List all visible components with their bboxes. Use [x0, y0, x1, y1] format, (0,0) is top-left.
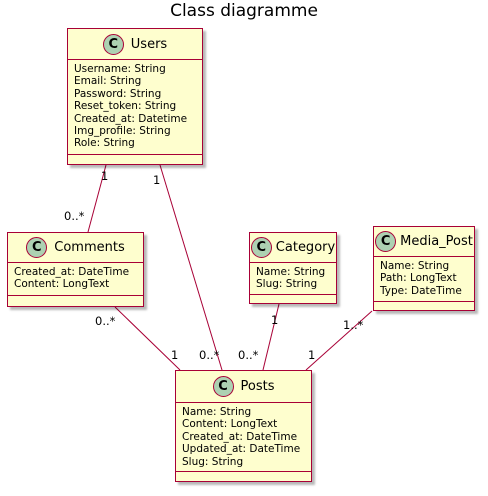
comments-posts-line [114, 306, 181, 371]
class-users[interactable]: C Users Username: String Email: String P… [67, 28, 203, 165]
multiplicity-category-posts-from: 1 [271, 313, 279, 327]
class-media-post-name: Media_Post [400, 234, 473, 249]
class-spot-icon: C [250, 237, 272, 258]
class-category-header: C Category [250, 233, 336, 263]
class-spot-icon: C [212, 376, 234, 397]
attribute: Name: String [380, 260, 450, 272]
attribute: Name: String [256, 266, 326, 278]
multiplicity-users-comments-from: 1 [101, 169, 109, 183]
multiplicity-users-posts-to: 0..* [199, 348, 220, 362]
class-comments-header: C Comments [8, 233, 143, 263]
attribute: Slug: String [256, 278, 318, 291]
attribute: Reset_token: String [74, 100, 177, 113]
attribute: Content: LongText [14, 278, 110, 291]
class-spot-icon: C [102, 33, 124, 55]
class-comments-name: Comments [54, 240, 125, 255]
class-category[interactable]: C Category Name: String Slug: String [249, 232, 337, 304]
class-media-post-header: C Media_Post [374, 227, 474, 257]
attribute: Name: String [182, 406, 252, 418]
class-comments-attributes: Created_at: DateTime Content: LongText [8, 263, 143, 296]
class-spot-icon: C [26, 237, 48, 258]
class-media-post[interactable]: C Media_Post Name: String Path: LongText… [373, 226, 475, 311]
class-comments[interactable]: C Comments Created_at: DateTime Content:… [7, 232, 144, 307]
class-users-header: C Users [68, 29, 202, 60]
attribute: Slug: String [182, 455, 244, 468]
attribute: Role: String [74, 137, 135, 150]
class-posts-name: Posts [240, 379, 275, 394]
attribute: Created_at: DateTime [14, 266, 130, 278]
multiplicity-users-posts-from: 1 [153, 173, 161, 187]
users-comments-line [87, 164, 107, 233]
multiplicity-comments-posts-from: 0..* [95, 314, 116, 328]
class-users-name: Users [130, 36, 168, 52]
attribute: Password: String [74, 87, 162, 100]
class-spot-icon: C [375, 231, 397, 252]
multiplicity-category-posts-to: 0..* [238, 348, 259, 362]
attribute: Email: String [74, 75, 142, 88]
category-posts-line [262, 303, 280, 371]
class-category-attributes: Name: String Slug: String [250, 263, 336, 295]
mediapost-posts-line [305, 310, 373, 371]
diagram-title: Class diagramme [170, 1, 318, 21]
users-posts-line [159, 164, 223, 371]
class-category-name: Category [275, 240, 336, 255]
attribute: Img_profile: String [74, 125, 171, 138]
class-media-post-attributes: Name: String Path: LongText Type: DateTi… [374, 257, 474, 302]
class-posts-header: C Posts [176, 371, 311, 403]
attribute: Created_at: Datetime [74, 112, 188, 125]
multiplicity-mediapost-posts-to: 1 [308, 348, 316, 362]
attribute: Created_at: DateTime [182, 430, 298, 443]
attribute: Username: String [74, 63, 166, 75]
attribute: Content: LongText [182, 418, 278, 431]
multiplicity-mediapost-posts-from: 1..* [343, 318, 364, 332]
attribute: Path: LongText [380, 272, 457, 285]
class-posts[interactable]: C Posts Name: String Content: LongText C… [175, 370, 312, 482]
multiplicity-comments-posts-to: 1 [171, 348, 179, 362]
class-users-attributes: Username: String Email: String Password:… [68, 60, 202, 155]
attribute: Type: DateTime [380, 284, 462, 297]
multiplicity-users-comments-to: 0..* [64, 209, 85, 223]
class-posts-attributes: Name: String Content: LongText Created_a… [176, 403, 311, 472]
attribute: Updated_at: DateTime [182, 443, 301, 456]
